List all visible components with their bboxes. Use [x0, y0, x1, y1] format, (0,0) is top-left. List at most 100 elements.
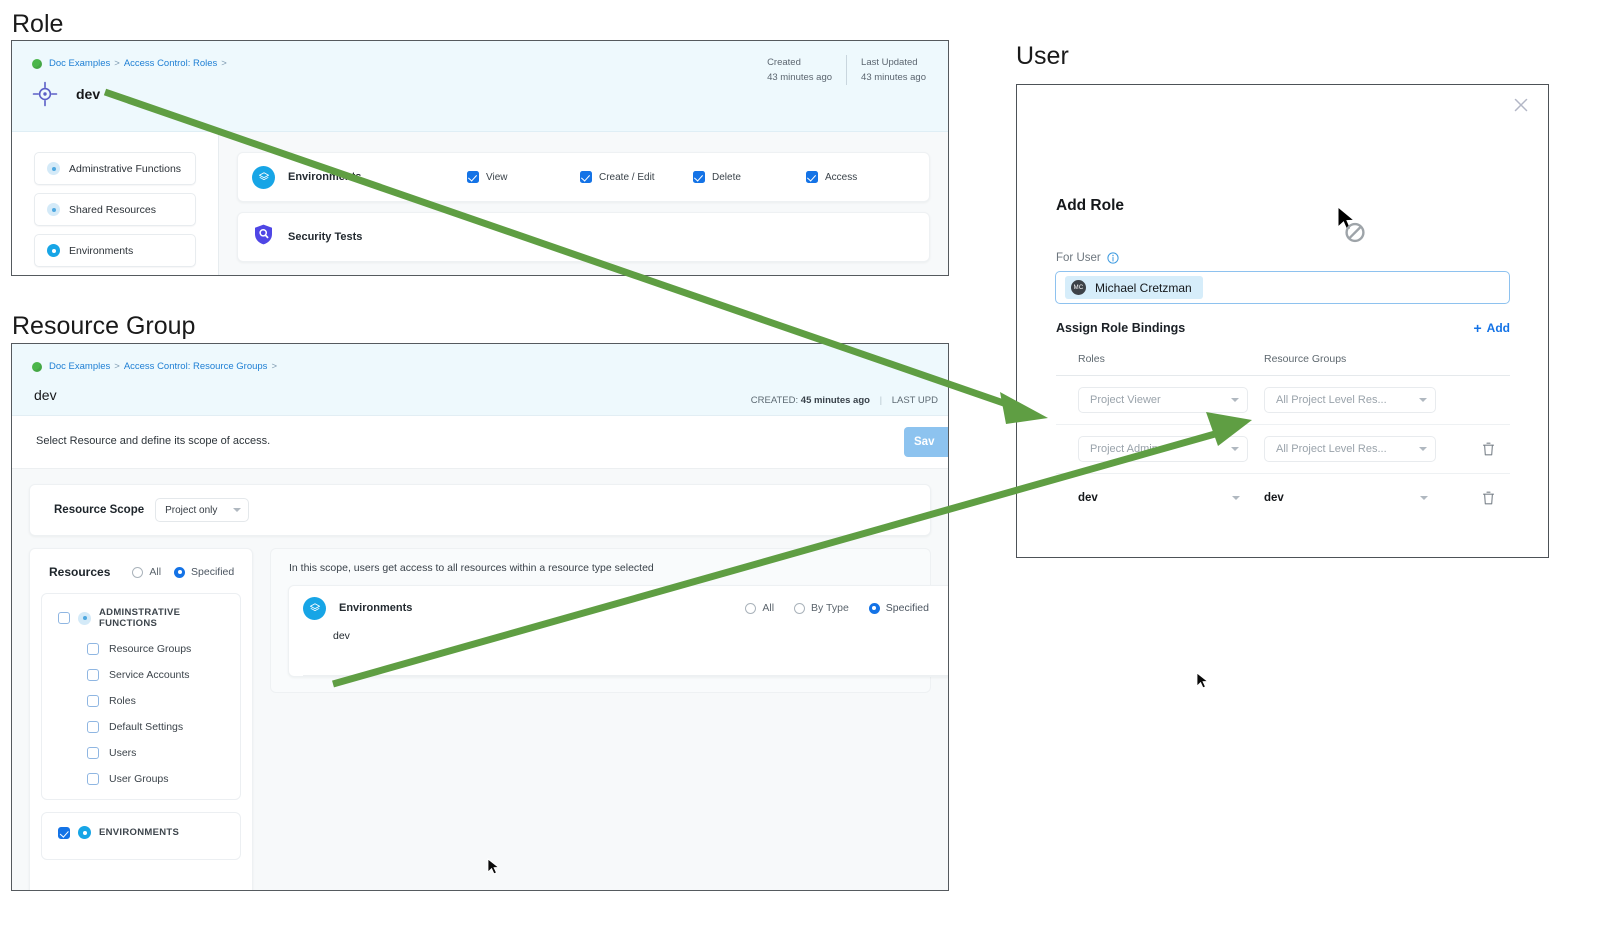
permission-label: Create / Edit: [599, 171, 655, 183]
checkbox-create-edit[interactable]: [580, 171, 592, 183]
role-permissions-list: Environments View Create / Edit Delet: [219, 132, 948, 275]
permission-create-edit[interactable]: Create / Edit: [580, 171, 693, 183]
resource-group-body: Resource Scope Project only Resources Al…: [12, 469, 948, 890]
dialog-title: Add Role: [1056, 197, 1125, 214]
save-button[interactable]: Sav: [904, 427, 948, 457]
sidebar-item-environments[interactable]: Environments: [34, 234, 196, 267]
resource-scope-card: Resource Scope Project only: [29, 484, 931, 536]
tree-item-resource-groups[interactable]: Resource Groups: [42, 643, 240, 655]
checkbox-environments[interactable]: [58, 826, 70, 839]
resource-group-meta: CREATED: 45 minutes ago | LAST UPD: [751, 395, 938, 406]
user-chip[interactable]: MC Michael Cretzman: [1065, 276, 1203, 299]
tree-group-header[interactable]: ADMINSTRATIVE FUNCTIONS: [42, 607, 240, 629]
checkbox-service-accounts[interactable]: [87, 669, 99, 681]
role-select-value: Project Admin: [1090, 443, 1158, 455]
tree-item-label: Resource Groups: [109, 643, 192, 655]
role-select-2[interactable]: dev: [1078, 492, 1248, 504]
chevron-down-icon: [1231, 447, 1239, 451]
breadcrumb-separator-2: >: [271, 361, 277, 372]
permission-delete[interactable]: Delete: [693, 171, 806, 183]
meta-separator: |: [879, 395, 883, 406]
resource-group-panel: Doc Examples > Access Control: Resource …: [11, 343, 949, 891]
role-panel-body: Adminstrative Functions Shared Resources…: [12, 132, 948, 275]
checkbox-users[interactable]: [87, 747, 99, 759]
scope-detail-area: In this scope, users get access to all r…: [270, 548, 948, 693]
role-select-1[interactable]: Project Admin: [1078, 436, 1248, 462]
permission-access[interactable]: Access: [806, 171, 919, 183]
assign-role-bindings-row: Assign Role Bindings + Add: [1056, 321, 1510, 335]
checkbox-default-settings[interactable]: [87, 721, 99, 733]
meta-created-label: CREATED:: [750, 395, 799, 406]
checkbox-delete[interactable]: [693, 171, 705, 183]
category-bubble-icon: [47, 203, 60, 216]
category-bubble-icon: [47, 244, 60, 257]
divider: [303, 675, 948, 676]
for-user-label: For User: [1056, 252, 1101, 264]
breadcrumb-rg[interactable]: Doc Examples > Access Control: Resource …: [32, 361, 277, 372]
radio-resources-specified[interactable]: Specified: [174, 566, 234, 578]
project-dot-icon: [32, 58, 42, 69]
shield-icon: [255, 224, 272, 245]
radio-env-all[interactable]: All: [745, 602, 774, 614]
checkbox-roles[interactable]: [87, 695, 99, 707]
tree-item-users[interactable]: Users: [42, 747, 240, 759]
resource-group-subbar: Select Resource and define its scope of …: [12, 416, 948, 469]
resource-scope-select[interactable]: Project only: [155, 498, 250, 522]
plus-icon: +: [1473, 320, 1482, 336]
tree-item-user-groups[interactable]: User Groups: [42, 773, 240, 785]
role-bindings-table: Roles Resource Groups Project Viewer All…: [1056, 353, 1510, 522]
for-user-input[interactable]: MC Michael Cretzman: [1055, 271, 1510, 304]
checkbox-view[interactable]: [467, 171, 479, 183]
breadcrumb-project[interactable]: Doc Examples: [49, 361, 111, 372]
caption-role: Role: [12, 10, 64, 38]
sidebar-item-administrative-functions[interactable]: Adminstrative Functions: [34, 152, 196, 185]
permission-card-environments: Environments View Create / Edit Delet: [237, 152, 930, 202]
caption-user: User: [1016, 42, 1069, 70]
resource-group-select-1[interactable]: All Project Level Res...: [1264, 436, 1436, 462]
delete-binding-button-1[interactable]: [1481, 441, 1496, 457]
resource-group-select-2[interactable]: dev: [1264, 492, 1436, 504]
radio-label: Specified: [191, 566, 235, 578]
meta-created-value: 43 minutes ago: [767, 72, 833, 83]
tree-group-label: ADMINSTRATIVE FUNCTIONS: [99, 607, 181, 629]
meta-created: Created 43 minutes ago: [753, 55, 846, 85]
role-select-value: dev: [1078, 492, 1098, 504]
sidebar-item-shared-resources[interactable]: Shared Resources: [34, 193, 196, 226]
role-select-0[interactable]: Project Viewer: [1078, 387, 1248, 413]
add-binding-button[interactable]: + Add: [1473, 321, 1510, 335]
chevron-down-icon: [233, 508, 242, 512]
meta-created-value: 45 minutes ago: [800, 395, 870, 406]
resources-title: Resources: [49, 565, 111, 579]
tree-group-header-environments[interactable]: ENVIRONMENTS: [42, 826, 240, 839]
permission-view[interactable]: View: [467, 171, 580, 183]
resource-group-title: dev: [34, 387, 57, 403]
chevron-down-icon: [1419, 398, 1427, 402]
tree-item-default-settings[interactable]: Default Settings: [42, 721, 240, 733]
delete-binding-button-2[interactable]: [1481, 490, 1496, 506]
breadcrumb-section[interactable]: Access Control: Roles: [123, 58, 218, 69]
meta-updated: Last Updated 43 minutes ago: [846, 55, 940, 85]
resource-group-select-0[interactable]: All Project Level Res...: [1264, 387, 1436, 413]
tree-item-service-accounts[interactable]: Service Accounts: [42, 669, 240, 681]
column-header-roles: Roles: [1078, 353, 1105, 365]
breadcrumb-project[interactable]: Doc Examples: [49, 58, 111, 69]
category-bubble-icon: [78, 611, 91, 625]
checkbox-administrative-functions[interactable]: [58, 612, 70, 624]
permission-checkbox-group: View Create / Edit Delete Access: [467, 171, 929, 183]
checkbox-resource-groups[interactable]: [87, 643, 99, 655]
radio-env-specified[interactable]: Specified: [868, 602, 929, 614]
radio-resources-all[interactable]: All: [132, 566, 161, 578]
radio-env-by-type[interactable]: By Type: [794, 602, 849, 614]
environments-scope-radio-group: All By Type Specified: [745, 602, 948, 614]
info-icon[interactable]: [1107, 252, 1119, 264]
breadcrumb-section[interactable]: Access Control: Resource Groups: [123, 361, 268, 372]
resource-tree-environments: ENVIRONMENTS: [41, 812, 241, 860]
breadcrumb[interactable]: Doc Examples > Access Control: Roles >: [32, 58, 227, 69]
add-role-dialog: Add Role For User MC Michael Cretzman As…: [1016, 84, 1549, 558]
checkbox-user-groups[interactable]: [87, 773, 99, 785]
checkbox-access[interactable]: [806, 171, 818, 183]
tree-item-roles[interactable]: Roles: [42, 695, 240, 707]
resources-radio-group: All Specified: [132, 566, 234, 578]
default-cursor: [1196, 672, 1209, 689]
close-icon[interactable]: [1510, 94, 1532, 116]
